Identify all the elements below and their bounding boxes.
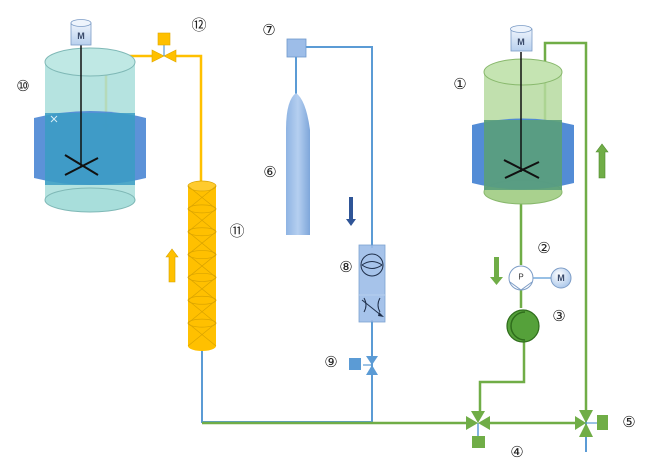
valve-4[interactable] [466,411,490,448]
flow-arrow-down-blue [346,197,356,226]
motor-tank-1: M [510,25,533,52]
tank-1[interactable] [472,52,574,205]
flow-arrow-up-yellow [165,248,179,283]
label-valve-5: ⑤ [622,413,635,431]
flow-arrow-up-green [595,143,609,179]
packing-line [187,322,217,347]
label-tank-1: ① [453,75,466,93]
column-bottom [188,341,216,351]
label-pump-2: ② [537,239,550,257]
label-tank-10: ⑩ [16,77,29,95]
packing-ring [187,318,217,328]
pump-2[interactable]: P M [508,265,572,291]
label-flowmeter-3: ③ [552,307,565,325]
valve-9[interactable] [349,356,378,375]
label-flow-controller-8: ⑧ [339,258,352,276]
packing-line [187,254,217,278]
regulator-7[interactable] [286,38,307,58]
packing-ring [187,295,217,305]
label-valve-4: ④ [510,443,523,461]
packing-ring [187,204,217,214]
flowmeter-3[interactable] [506,309,540,343]
motor-label: M [517,37,525,47]
label-valve-9: ⑨ [324,353,337,371]
tank-10[interactable] [34,45,146,213]
packing-line [187,185,217,210]
packed-column-11[interactable] [187,180,217,351]
motor-label: M [77,31,85,41]
packing-line [187,277,217,301]
flow-arrow-down-green [490,257,503,285]
mass-flow-controller-8[interactable] [358,244,386,323]
gas-cylinder-6[interactable] [286,93,310,235]
label-regulator-7: ⑦ [262,21,275,39]
packing-ring [187,227,217,237]
motor-tank-10: M [70,19,92,46]
packing-ring [187,273,217,282]
pump-label: P [518,273,523,282]
pump-motor-label: M [557,273,565,283]
label-column-11: ⑪ [229,222,244,240]
label-valve-12: ⑫ [191,16,206,34]
packing-line [187,208,217,232]
valve-12[interactable] [151,32,177,63]
label-gas-cylinder-6: ⑥ [263,163,276,181]
packing-line [187,231,217,255]
valve-5[interactable] [575,410,608,437]
packing-ring [187,250,217,259]
packing-line [187,300,217,324]
